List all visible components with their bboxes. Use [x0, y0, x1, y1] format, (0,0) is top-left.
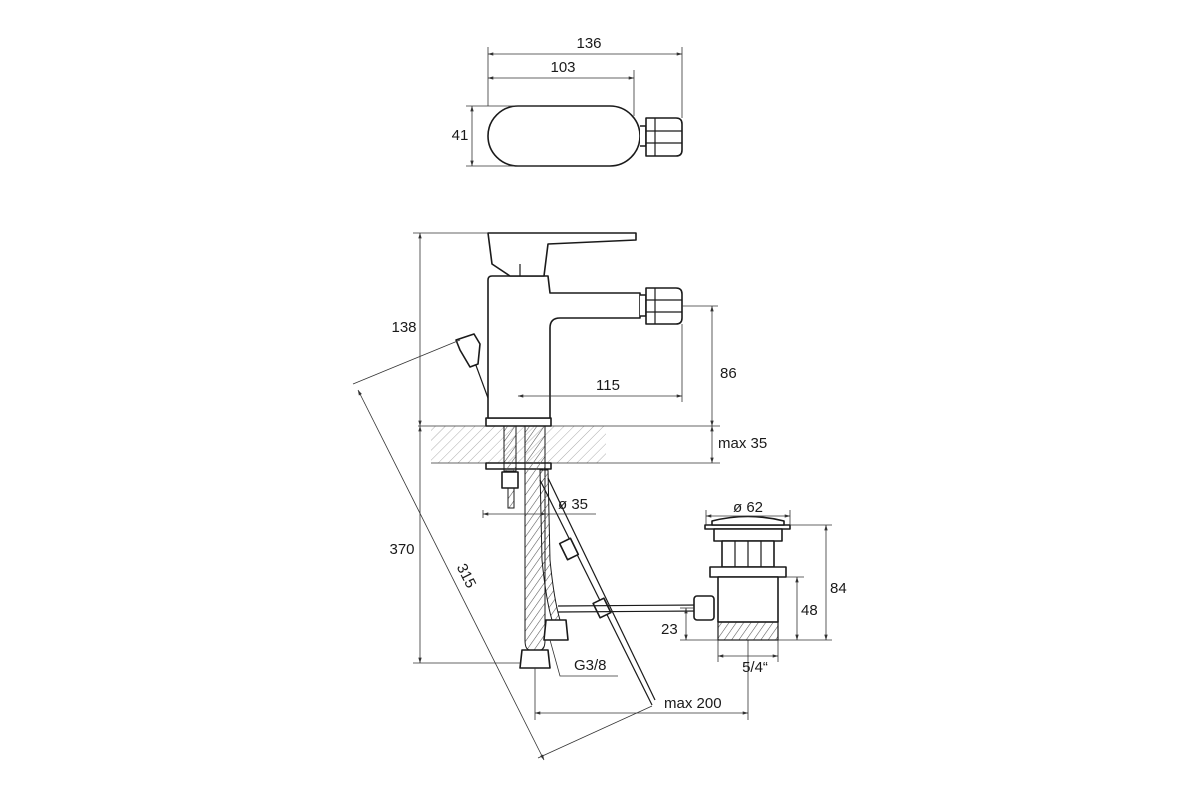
dim-top-width-total: 136 [576, 35, 601, 52]
dim-top-depth: 41 [452, 127, 469, 144]
dim-spout-height: 86 [720, 365, 737, 382]
rod-connector [592, 597, 612, 619]
threaded-stud [503, 425, 517, 472]
lever-handle [487, 232, 637, 277]
dim-waste-head-diameter: ø 62 [733, 499, 763, 516]
hose-nut-2 [543, 619, 569, 641]
hose-nut-1 [519, 649, 551, 669]
pull-rod [557, 604, 701, 607]
dim-spout-reach: 115 [596, 377, 620, 394]
dim-height-top: 138 [391, 319, 416, 336]
popup-rod [539, 479, 653, 706]
waste-valve: ø 62 84 48 23 5/4“ [661, 499, 847, 676]
top-view: 136 103 41 [452, 35, 683, 167]
dim-top-width-body: 103 [550, 59, 575, 76]
stud-nut [501, 471, 519, 489]
waste-collar [709, 566, 787, 578]
waste-body [717, 576, 779, 623]
dim-line-315 [357, 389, 545, 761]
handle-top-outline [487, 105, 641, 167]
dim-waste-height-body: 48 [801, 602, 818, 619]
tap-body [487, 275, 641, 419]
label-connection-thread: G3/8 [574, 657, 607, 674]
rod-clip [558, 537, 580, 561]
tap-base [485, 417, 552, 427]
countertop-hatch [431, 426, 606, 463]
top-outlet-neck [640, 125, 647, 147]
dim-rod-reach: max 200 [664, 695, 722, 712]
dim-waste-side-offset: 23 [661, 621, 678, 638]
popup-knob [455, 333, 481, 368]
waste-thread [717, 621, 779, 641]
dim-below-counter: 370 [389, 541, 414, 558]
side-aerator [645, 287, 683, 325]
dim-waste-height-total: 84 [830, 580, 847, 597]
top-aerator [645, 117, 683, 157]
pull-rod-nut [693, 595, 715, 621]
side-view: 138 370 115 86 max 35 ø 35 G3/8 max 200 … [352, 232, 767, 761]
dim-waste-thread: 5/4“ [742, 659, 768, 676]
side-outlet-neck [640, 294, 647, 317]
leader-g38 [549, 639, 618, 677]
dim-hole-diameter: ø 35 [558, 496, 588, 513]
dim-counter-thickness: max 35 [718, 435, 767, 452]
waste-head [713, 528, 783, 542]
